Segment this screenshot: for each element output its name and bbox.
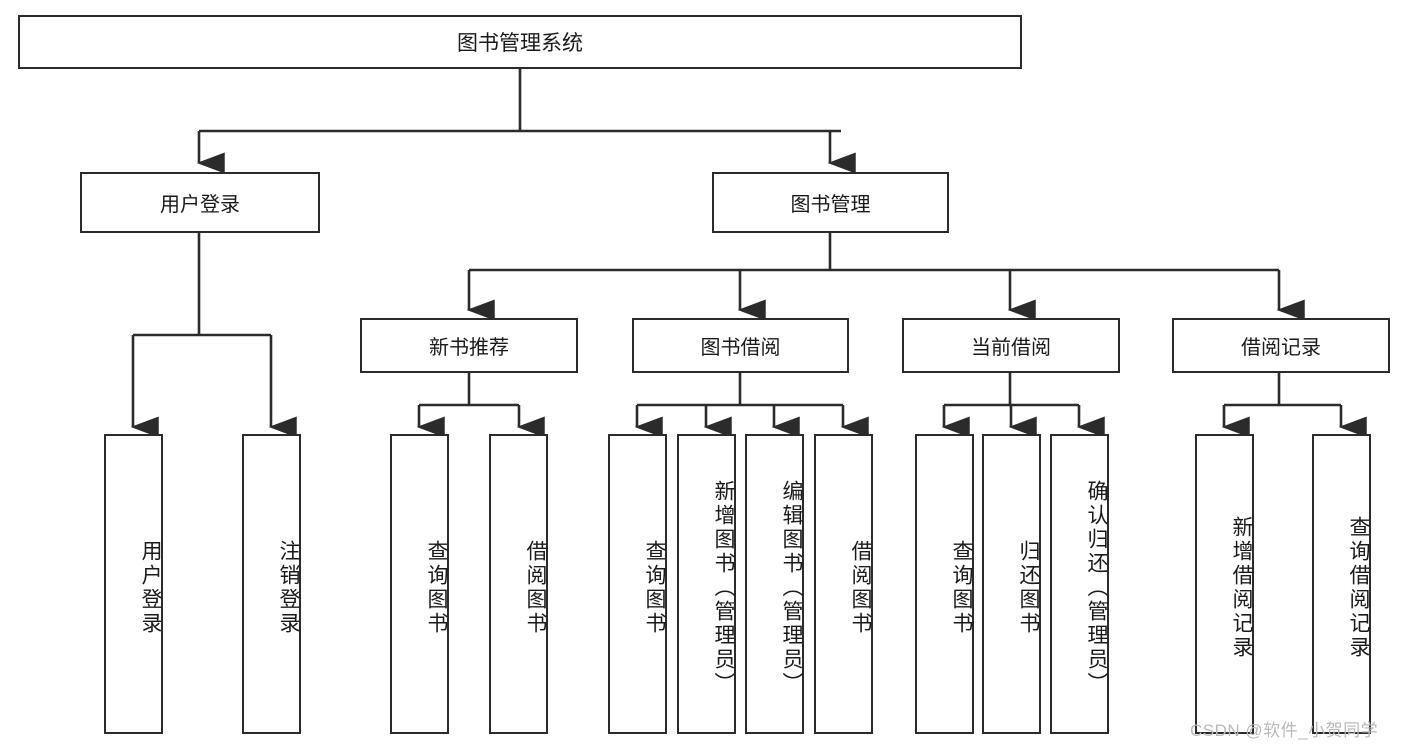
leaf-query-book-recommend[interactable]: 查询图书: [390, 434, 449, 734]
leaf-query-book-current[interactable]: 查询图书: [915, 434, 974, 734]
node-label: 编辑图书（管理员）: [780, 480, 803, 696]
leaf-user-logout[interactable]: 注销登录: [242, 434, 301, 734]
node-new-book-recommend[interactable]: 新书推荐: [360, 318, 578, 373]
node-root-system[interactable]: 图书管理系统: [18, 15, 1022, 69]
node-label: 查询图书: [643, 540, 666, 636]
node-label: 注销登录: [277, 540, 300, 636]
leaf-add-borrow-record[interactable]: 新增借阅记录: [1195, 434, 1254, 734]
node-label: 借阅图书: [524, 540, 547, 636]
node-label: 当前借阅: [971, 337, 1051, 359]
csdn-watermark: CSDN @软件_小贺同学: [1190, 721, 1379, 740]
node-label: 新增图书（管理员）: [712, 480, 735, 696]
node-label: 查询图书: [950, 540, 973, 636]
node-label: 用户登录: [139, 540, 162, 636]
node-current-borrow[interactable]: 当前借阅: [902, 318, 1120, 373]
leaf-add-book-admin[interactable]: 新增图书（管理员）: [677, 434, 736, 734]
node-book-management[interactable]: 图书管理: [712, 172, 949, 233]
leaf-borrow-book-recommend[interactable]: 借阅图书: [489, 434, 548, 734]
node-label: 查询图书: [425, 540, 448, 636]
node-label: 用户登录: [160, 194, 240, 216]
node-label: 查询借阅记录: [1347, 516, 1370, 660]
node-label: 确认归还（管理员）: [1085, 480, 1108, 696]
node-label: 借阅记录: [1241, 337, 1321, 359]
node-book-borrow[interactable]: 图书借阅: [632, 318, 849, 373]
leaf-query-book-borrow[interactable]: 查询图书: [608, 434, 667, 734]
node-user-login[interactable]: 用户登录: [80, 172, 320, 233]
leaf-user-login[interactable]: 用户登录: [104, 434, 163, 734]
leaf-borrow-book[interactable]: 借阅图书: [814, 434, 873, 734]
node-label: 图书管理系统: [457, 32, 583, 55]
node-label: 新书推荐: [429, 337, 509, 359]
leaf-edit-book-admin[interactable]: 编辑图书（管理员）: [745, 434, 804, 734]
node-label: 归还图书: [1017, 540, 1040, 636]
node-label: 图书管理: [790, 194, 871, 216]
node-borrow-record[interactable]: 借阅记录: [1172, 318, 1390, 373]
node-label: 借阅图书: [849, 540, 872, 636]
node-label: 图书借阅: [700, 337, 781, 359]
leaf-return-book[interactable]: 归还图书: [982, 434, 1041, 734]
leaf-confirm-return-admin[interactable]: 确认归还（管理员）: [1050, 434, 1109, 734]
node-label: 新增借阅记录: [1230, 516, 1253, 660]
leaf-query-borrow-record[interactable]: 查询借阅记录: [1312, 434, 1371, 734]
